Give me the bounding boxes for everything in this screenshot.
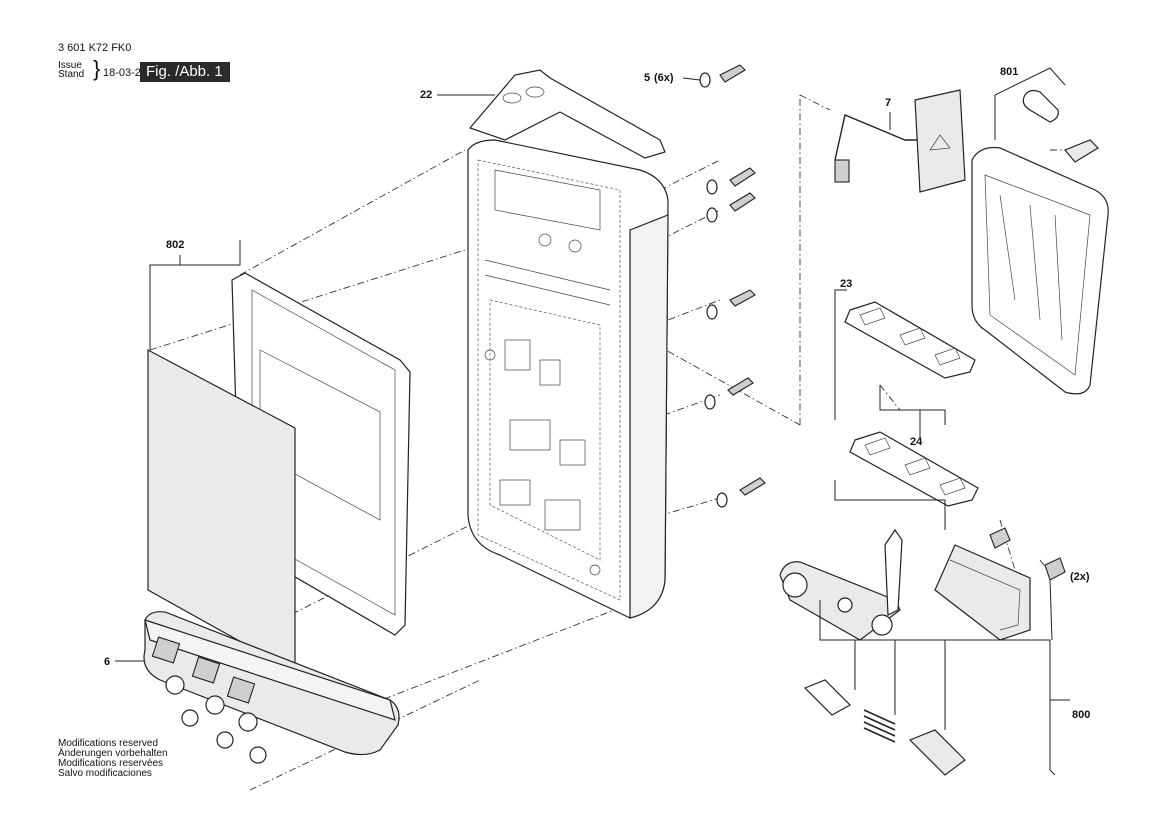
callout-23: 23	[840, 278, 852, 290]
callout-5: 5	[644, 72, 650, 84]
callout-22: 22	[420, 89, 432, 101]
part-23-contact-plate	[834, 289, 976, 420]
part-6-keypad	[115, 611, 400, 764]
callout-800: 800	[1072, 709, 1090, 721]
callout-6: 6	[104, 656, 110, 668]
part-5-screws-washers	[682, 64, 766, 508]
issue-label: Issue	[58, 60, 82, 71]
modifications-notice: Modifications reserved Änderungen vorbeh…	[58, 739, 168, 779]
issue-brace: }	[93, 56, 101, 81]
callout-801: 801	[1000, 66, 1018, 78]
screw-washer-3	[706, 192, 756, 223]
part-22-top-gasket	[437, 69, 666, 159]
screw-washer-5	[704, 377, 754, 410]
part-800-latch-assembly	[779, 527, 1070, 776]
callout-802: 802	[166, 239, 184, 251]
part-7-flex-ribbon	[834, 89, 966, 193]
screw-washer-6	[716, 477, 766, 508]
stand-label: Stand	[58, 69, 85, 80]
modifications-line-en: Modifications reserved	[58, 738, 159, 749]
modifications-line-de: Änderungen vorbehalten	[58, 748, 168, 759]
part-802-display-window	[147, 240, 411, 674]
part-801-battery-cover	[971, 67, 1109, 395]
callout-2x: (2x)	[1070, 571, 1090, 583]
main-housing	[467, 139, 669, 619]
callout-24: 24	[910, 436, 923, 448]
modifications-line-es: Salvo modificaciones	[58, 768, 152, 779]
figure-label: Fig. /Abb. 1	[140, 62, 230, 82]
screw-washer-4	[706, 289, 756, 320]
issue-date: 18-03-29	[103, 67, 148, 79]
callout-7: 7	[885, 97, 891, 109]
screw-washer-1	[699, 64, 746, 88]
part-24-contact-plate	[834, 385, 979, 530]
callout-5-quantity: (6x)	[654, 72, 674, 84]
screw-washer-2	[706, 167, 756, 195]
part-number: 3 601 K72 FK0	[58, 42, 132, 54]
modifications-line-fr: Modifications reservées	[58, 758, 164, 769]
